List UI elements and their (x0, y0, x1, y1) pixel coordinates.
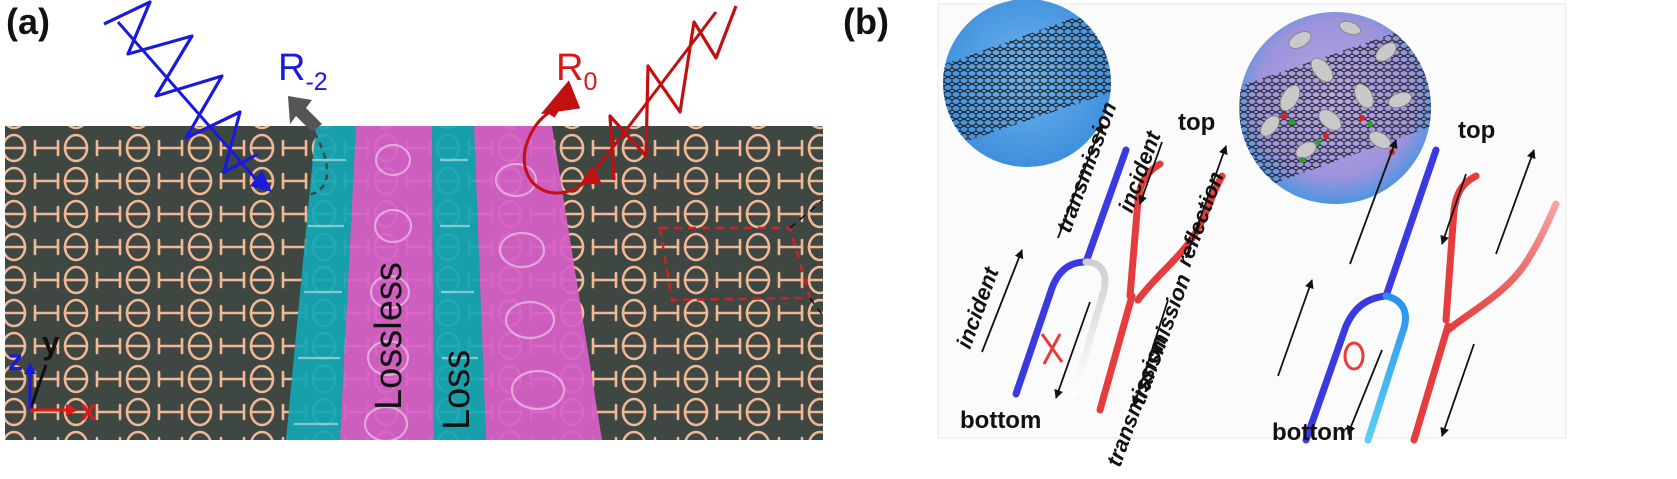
label-r-zero: R0 (556, 47, 597, 96)
panel-a: Lossless Loss R-2 R0 z y x (5, 1, 823, 441)
label-r-minus2: R-2 (278, 47, 328, 96)
axis-z-label: z (8, 344, 23, 377)
axis-y-label: y (42, 325, 60, 361)
right-bottom-label: bottom (1272, 419, 1353, 446)
left-bottom-label: bottom (960, 407, 1041, 434)
panel-b: (b) (843, 0, 1566, 470)
right-top-label: top (1458, 117, 1495, 144)
axis-x-label: x (80, 394, 97, 427)
lossless-label: Lossless (368, 262, 410, 410)
panel-a-label: (a) (6, 1, 50, 42)
svg-text:R-2: R-2 (278, 47, 328, 96)
red-reflection-arrow (548, 86, 576, 116)
left-top-label: top (1178, 109, 1215, 136)
panel-b-label: (b) (843, 1, 889, 42)
svg-text:R0: R0 (556, 47, 597, 96)
right-sphere (1239, 12, 1432, 204)
loss-label: Loss (436, 350, 478, 430)
